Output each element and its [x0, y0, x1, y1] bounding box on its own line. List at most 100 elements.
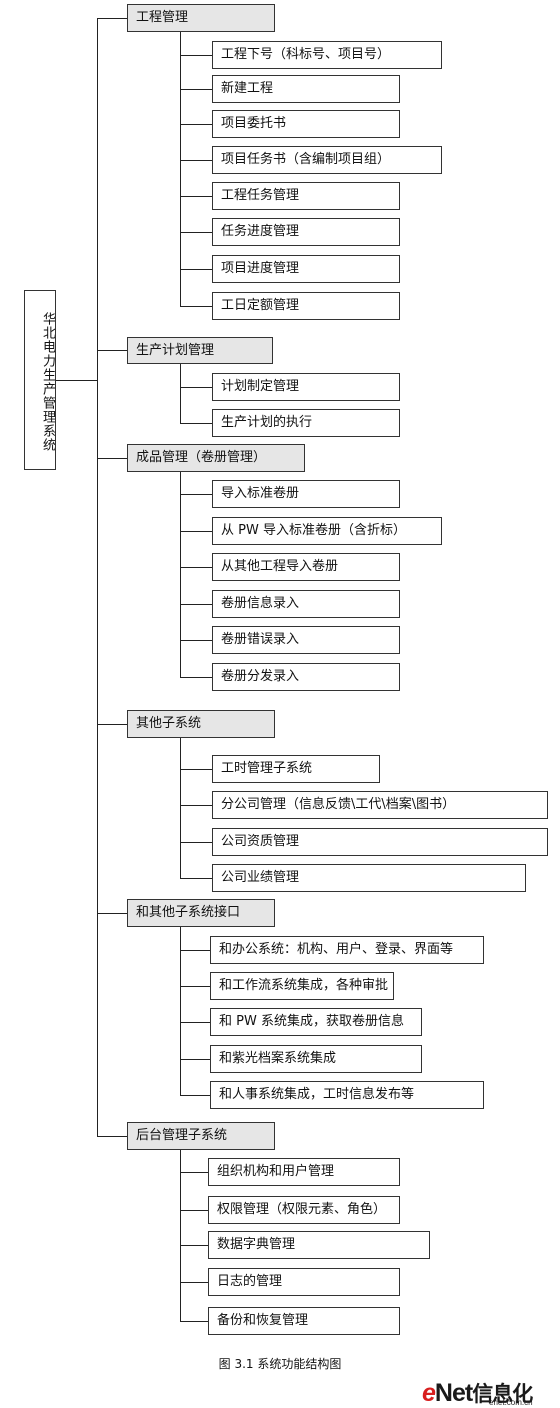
connector	[180, 306, 212, 307]
item-box: 分公司管理（信息反馈\工代\档案\图书）	[212, 791, 548, 819]
connector	[180, 1210, 208, 1211]
module-box-project: 工程管理	[127, 4, 275, 32]
sub-trunk-2	[180, 472, 181, 677]
item-box: 生产计划的执行	[212, 409, 400, 437]
item-label: 工程下号（科标号、项目号）	[221, 47, 391, 62]
module-box-other-subsystems: 其他子系统	[127, 710, 275, 738]
figure-caption: 图 3.1 系统功能结构图	[218, 1357, 342, 1371]
module-label: 工程管理	[136, 10, 189, 25]
root-system-box: 华北电力生产管理系统	[24, 290, 56, 470]
item-label: 计划制定管理	[221, 379, 300, 394]
connector	[180, 1245, 208, 1246]
item-box: 工程任务管理	[212, 182, 400, 210]
module-box-product: 成品管理（卷册管理）	[127, 444, 305, 472]
connector	[180, 878, 212, 879]
item-box: 导入标准卷册	[212, 480, 400, 508]
item-box: 卷册分发录入	[212, 663, 400, 691]
connector	[180, 986, 210, 987]
item-label: 卷册信息录入	[221, 596, 300, 611]
item-label: 分公司管理（信息反馈\工代\档案\图书）	[221, 797, 456, 812]
item-box: 项目进度管理	[212, 255, 400, 283]
item-label: 项目任务书（含编制项目组）	[221, 152, 391, 167]
connector	[180, 1022, 210, 1023]
item-label: 权限管理（权限元素、角色）	[217, 1202, 387, 1217]
logo-cn: 信息化	[472, 1383, 533, 1406]
connector	[180, 423, 212, 424]
module-label: 后台管理子系统	[136, 1128, 228, 1143]
connector	[180, 232, 212, 233]
item-label: 公司资质管理	[221, 834, 300, 849]
enet-logo: eNet信息化	[422, 1379, 533, 1408]
connector	[180, 55, 212, 56]
connector	[180, 89, 212, 90]
item-label: 和人事系统集成，工时信息发布等	[219, 1087, 415, 1102]
branch-line-5	[97, 1136, 127, 1137]
sub-trunk-5	[180, 1150, 181, 1321]
item-label: 工日定额管理	[221, 298, 300, 313]
sub-trunk-3	[180, 738, 181, 878]
logo-url: enet.com.cn	[489, 1398, 533, 1407]
item-label: 和办公系统：机构、用户、登录、界面等	[219, 942, 454, 957]
item-label: 从其他工程导入卷册	[221, 559, 339, 574]
connector	[180, 269, 212, 270]
item-label: 工时管理子系统	[221, 761, 313, 776]
root-connector	[56, 380, 97, 381]
item-box: 从其他工程导入卷册	[212, 553, 400, 581]
module-label: 和其他子系统接口	[136, 905, 241, 920]
item-label: 任务进度管理	[221, 224, 300, 239]
item-label: 和工作流系统集成，各种审批	[219, 978, 389, 993]
item-label: 日志的管理	[217, 1274, 283, 1289]
connector	[180, 1282, 208, 1283]
module-label: 生产计划管理	[136, 342, 215, 358]
item-label: 项目进度管理	[221, 261, 300, 276]
item-box: 和工作流系统集成，各种审批	[210, 972, 394, 1000]
module-box-backend: 后台管理子系统	[127, 1122, 275, 1150]
item-box: 从 PW 导入标准卷册（含折标）	[212, 517, 442, 545]
connector	[180, 1059, 210, 1060]
item-box: 数据字典管理	[208, 1231, 430, 1259]
item-box: 卷册错误录入	[212, 626, 400, 654]
item-label: 项目委托书	[221, 116, 287, 131]
item-label: 卷册错误录入	[221, 632, 300, 647]
sub-trunk-0	[180, 32, 181, 307]
connector	[180, 567, 212, 568]
item-label: 卷册分发录入	[221, 669, 300, 684]
module-box-interfaces: 和其他子系统接口	[127, 899, 275, 927]
item-box: 新建工程	[212, 75, 400, 103]
item-box: 和 PW 系统集成，获取卷册信息	[210, 1008, 422, 1036]
item-box: 公司资质管理	[212, 828, 548, 856]
item-box: 权限管理（权限元素、角色）	[208, 1196, 400, 1224]
item-label: 组织机构和用户管理	[217, 1164, 335, 1179]
root-label: 华北电力生产管理系统	[40, 312, 55, 452]
connector	[180, 387, 212, 388]
item-box: 和办公系统：机构、用户、登录、界面等	[210, 936, 484, 964]
connector	[180, 124, 212, 125]
item-box: 卷册信息录入	[212, 590, 400, 618]
item-label: 和 PW 系统集成，获取卷册信息	[219, 1014, 404, 1029]
connector	[180, 494, 212, 495]
branch-line-2	[97, 458, 127, 459]
sub-trunk-1	[180, 364, 181, 423]
trunk-line	[97, 18, 98, 1136]
item-box: 项目委托书	[212, 110, 400, 138]
item-box: 工日定额管理	[212, 292, 400, 320]
item-box: 和人事系统集成，工时信息发布等	[210, 1081, 484, 1109]
item-label: 从 PW 导入标准卷册（含折标）	[221, 523, 406, 538]
item-label: 生产计划的执行	[221, 415, 313, 430]
module-box-production-plan: 生产计划管理	[127, 337, 273, 364]
module-label: 成品管理（卷册管理）	[136, 450, 267, 465]
item-box: 工时管理子系统	[212, 755, 380, 783]
item-box: 项目任务书（含编制项目组）	[212, 146, 442, 174]
logo-e: e	[422, 1379, 436, 1407]
item-label: 导入标准卷册	[221, 486, 300, 501]
item-box: 备份和恢复管理	[208, 1307, 400, 1335]
connector	[180, 805, 212, 806]
logo-net: Net	[434, 1379, 473, 1407]
item-box: 任务进度管理	[212, 218, 400, 246]
branch-line-4	[97, 913, 127, 914]
item-label: 备份和恢复管理	[217, 1313, 309, 1328]
item-label: 和紫光档案系统集成	[219, 1051, 337, 1066]
connector	[180, 842, 212, 843]
branch-line-3	[97, 724, 127, 725]
item-label: 工程任务管理	[221, 188, 300, 203]
